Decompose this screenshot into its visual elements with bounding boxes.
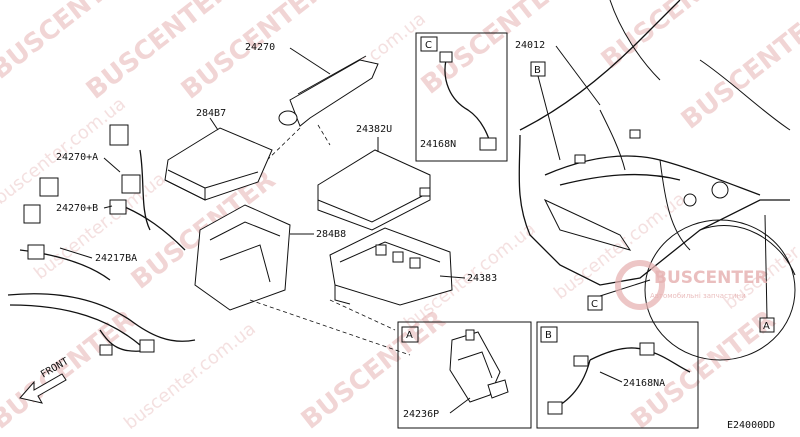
callout-b: B [534, 65, 541, 76]
inset-b-tag [540, 326, 558, 343]
inset-b-callout: B [545, 330, 552, 341]
front-arrow [19, 373, 67, 404]
part-24168na [547, 342, 691, 415]
vehicle-outline [518, 0, 796, 361]
part-24382u [317, 149, 431, 231]
label-24168na: 24168NA [623, 378, 665, 389]
inset-c-callout: C [425, 40, 432, 51]
label-24382u: 24382U [356, 124, 392, 135]
label-24217ba: 24217BA [95, 253, 137, 264]
inset-a-callout: A [406, 330, 413, 341]
watermark-brand: BUSCENTER [596, 0, 751, 76]
logo-text: BUSCENTER [654, 268, 768, 288]
label-24270-b: 24270+B [56, 203, 98, 214]
label-284b8: 284B8 [316, 229, 346, 240]
inset-a-frame [397, 321, 532, 429]
diagram-code: E24000DD [727, 420, 775, 431]
part-24236p [449, 329, 509, 403]
label-24236p: 24236P [403, 409, 439, 420]
part-24270 [261, 55, 379, 166]
engine-harness [7, 124, 196, 356]
part-24168n [439, 51, 497, 151]
watermark-brand: BUSCENTER [0, 305, 141, 436]
watermark-brand: BUSCENTER [416, 0, 571, 101]
watermark-url: buscenter.com.ua [120, 318, 260, 434]
inset-c-tag [420, 36, 438, 52]
buscenter-logo: BUSCENTER Автомобильні запчастини [615, 260, 768, 310]
label-284b7: 284B7 [196, 108, 226, 119]
watermark-brand: BUSCENTER [626, 305, 781, 436]
callout-a: A [763, 321, 770, 332]
part-284b8 [194, 204, 291, 311]
part-284b7 [164, 127, 273, 201]
logo-tagline: Автомобильні запчастини [650, 292, 746, 300]
watermark-brand: BUSCENTER [676, 5, 800, 136]
label-24270-a: 24270+A [56, 152, 98, 163]
inset-b-frame [536, 321, 699, 429]
label-24270: 24270 [245, 42, 275, 53]
inset-c-frame [415, 32, 508, 162]
label-24012: 24012 [515, 40, 545, 51]
callout-c: C [591, 299, 598, 310]
inset-a-tag [401, 326, 419, 343]
callout-c-tag [587, 295, 603, 311]
label-24168n: 24168N [420, 139, 456, 150]
part-24383 [329, 227, 453, 306]
label-24383: 24383 [467, 273, 497, 284]
